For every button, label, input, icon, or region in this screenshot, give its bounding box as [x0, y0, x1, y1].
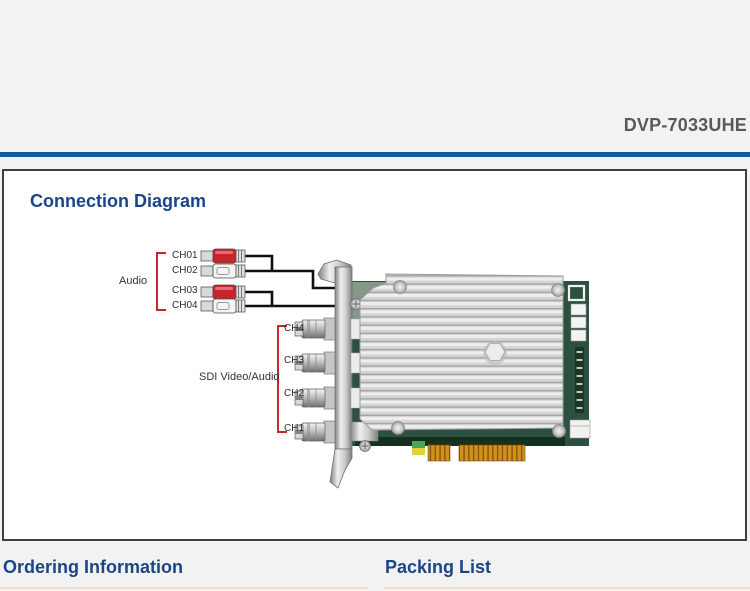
- hex-nut: [484, 342, 506, 362]
- push-pin: [551, 283, 565, 297]
- channel-label-ch01: CH01: [172, 250, 198, 261]
- rca-connector-ch03: [200, 284, 246, 300]
- channel-label-ch3: CH3: [284, 355, 305, 366]
- bracket-foot: [329, 448, 353, 489]
- component-column: [575, 347, 584, 413]
- section-title: Connection Diagram: [30, 191, 207, 211]
- model-number: DVP-7033UHE: [623, 115, 747, 135]
- audio-cables: [245, 254, 339, 308]
- footer-section-title-packing: Packing List: [385, 557, 492, 577]
- cable-ch02: [245, 269, 338, 290]
- connection-diagram-panel: Connection Diagram: [2, 169, 747, 541]
- push-pin: [393, 280, 407, 294]
- heatsink: [359, 273, 566, 438]
- rca-connector-ch02: [200, 263, 246, 279]
- channel-label-ch4: CH4: [284, 323, 305, 334]
- footer-section-title-ordering: Ordering Information: [3, 557, 183, 577]
- pcb-bottom-edge: [355, 437, 565, 446]
- rca-connector-ch01: [200, 248, 246, 264]
- push-pin: [552, 424, 566, 438]
- audio-channels-bracket: [156, 252, 166, 311]
- header-connector: [570, 316, 587, 329]
- pcb-right-edge-components: [567, 284, 591, 439]
- capture-card-illustration: [294, 259, 591, 489]
- channel-label-ch1: CH1: [284, 423, 305, 434]
- header-connector: [570, 329, 587, 342]
- cable-ch03: [245, 290, 274, 305]
- rca-connector-ch04: [200, 298, 246, 314]
- audio-group-label: Audio: [119, 275, 148, 287]
- cable-ch01: [245, 254, 274, 270]
- footer-rule-right: [384, 587, 750, 589]
- pcb-screws: [350, 298, 371, 452]
- accent-bar: [0, 152, 750, 157]
- bnc-connector-ch2: [294, 386, 336, 410]
- sdi-group-label: SDI Video/Audio: [199, 371, 280, 383]
- bracket-strip: [334, 266, 353, 450]
- sdi-channels-bracket: [277, 325, 287, 433]
- channel-label-ch03: CH03: [172, 285, 198, 296]
- bnc-connector-ch3: [294, 351, 336, 375]
- mounting-pad: [567, 284, 586, 302]
- push-pin: [391, 421, 405, 435]
- footer-rule-left: [0, 587, 368, 589]
- channel-label-ch04: CH04: [172, 300, 198, 311]
- channel-label-ch2: CH2: [284, 388, 305, 399]
- connection-diagram-graphic: [200, 248, 591, 489]
- bnc-connector-ch4: [294, 317, 336, 341]
- channel-label-ch02: CH02: [172, 265, 198, 276]
- pcie-edge-connector: [412, 441, 526, 462]
- bnc-connector-ch1: [294, 420, 336, 444]
- header-connector: [570, 303, 587, 316]
- header-connector: [569, 419, 591, 439]
